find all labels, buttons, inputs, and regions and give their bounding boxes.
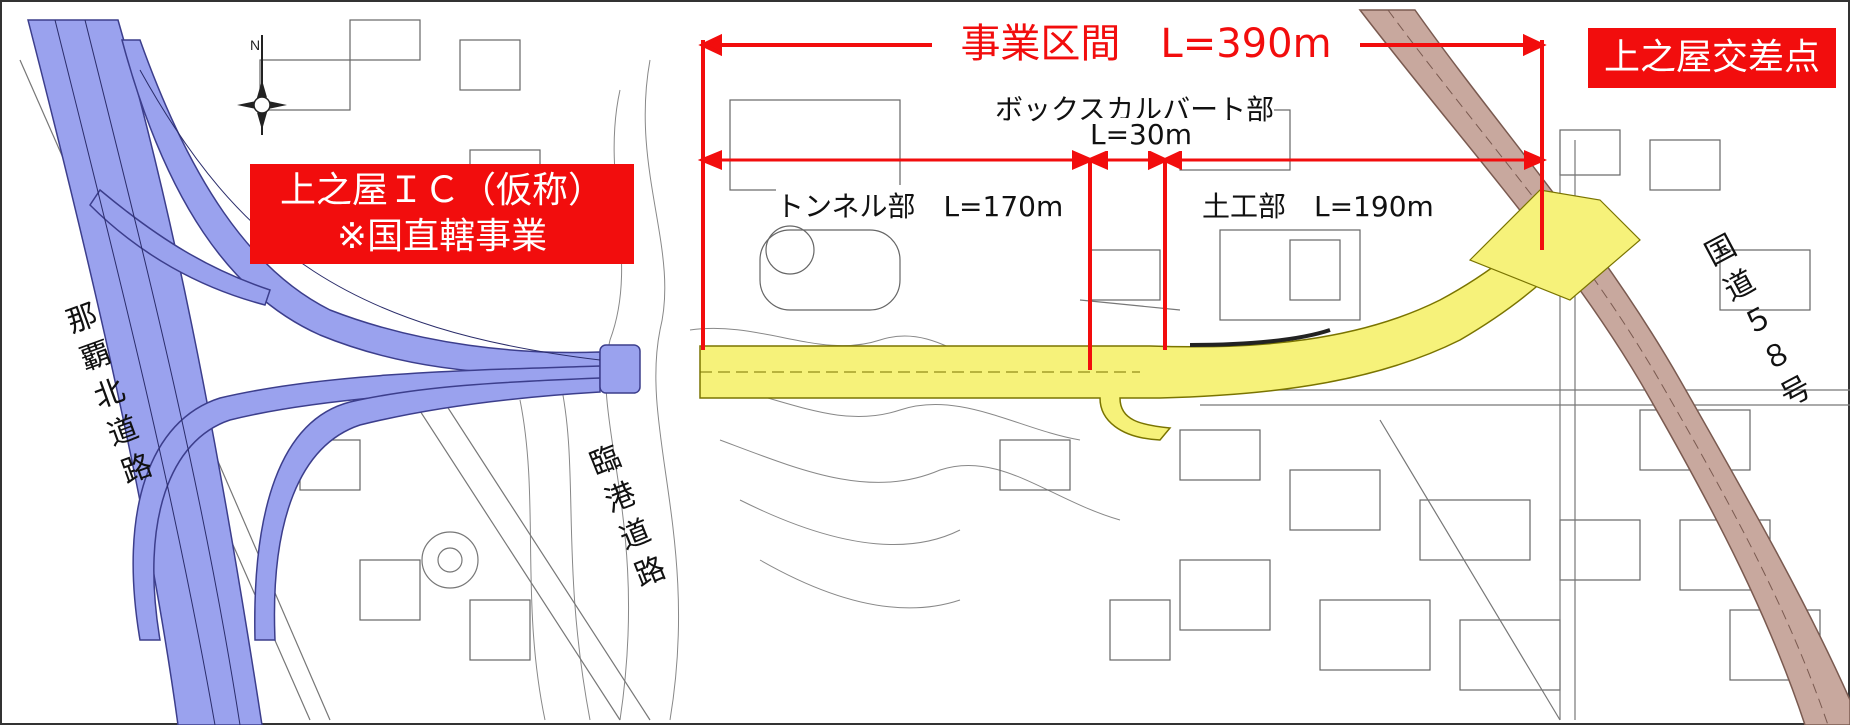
project-alignment [699,189,1641,441]
ic-note: ※国直轄事業 [336,216,548,257]
earthwork-label: 土工部 L=190m [1202,185,1434,225]
project-section-label: 事業区間 L=390m [932,14,1360,74]
compass-rose-icon: N [237,35,287,135]
box-culvert-length: L=30m [1090,118,1192,151]
dimension-lines [697,33,1547,370]
interchange-ramps [27,19,641,725]
route58-centerline [1387,9,1829,725]
ic-cross-lines [54,19,601,725]
ic-label-box: 上之屋ＩＣ（仮称） ※国直轄事業 [250,164,634,264]
tunnel-label: トンネル部 L=170m [776,185,1064,225]
ic-name: 上之屋ＩＣ（仮称） [279,170,604,211]
north-arrow-icon: N [250,37,260,53]
intersection-label: 上之屋交差点 [1588,28,1836,88]
